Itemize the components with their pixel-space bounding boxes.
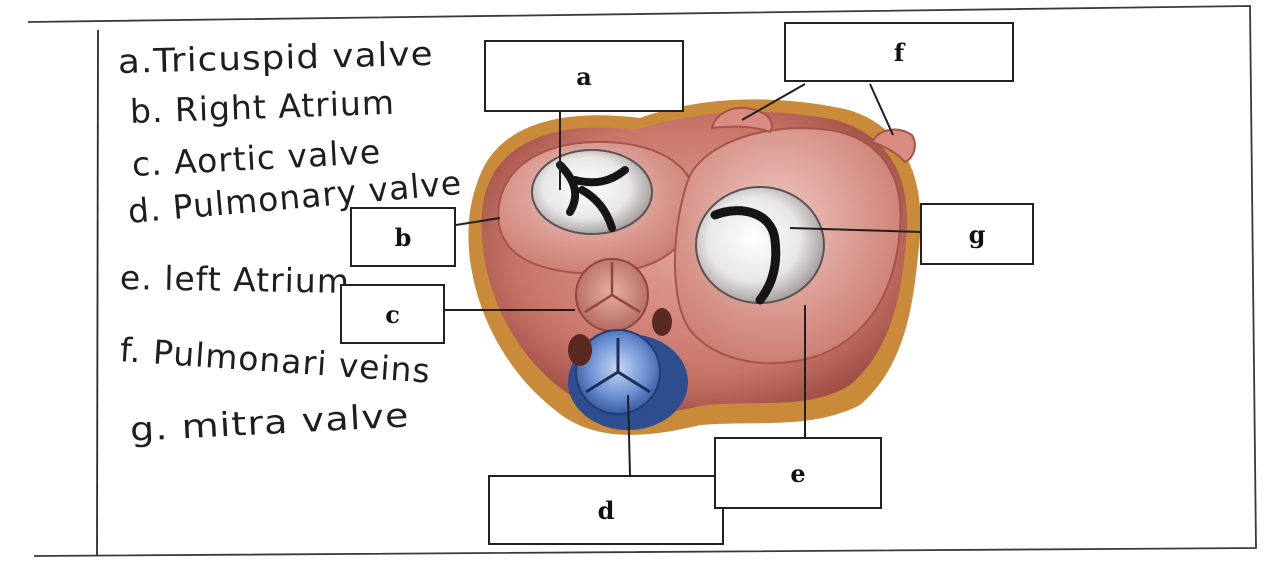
mitral-valve: [696, 187, 824, 303]
coronary-vessel-right: [652, 308, 672, 336]
label-box-f: f: [784, 22, 1014, 82]
label-box-d: d: [488, 475, 724, 545]
answer-e: e. left Atrium: [120, 258, 351, 301]
label-box-e: e: [714, 437, 882, 509]
label-box-c: c: [340, 284, 445, 344]
label-box-a: a: [484, 40, 684, 112]
label-box-g: g: [920, 203, 1034, 265]
margin-line: [97, 30, 98, 556]
answer-a: a.Tricuspid valve: [117, 34, 434, 81]
coronary-vessel-left: [568, 334, 592, 366]
label-box-b: b: [350, 207, 456, 267]
